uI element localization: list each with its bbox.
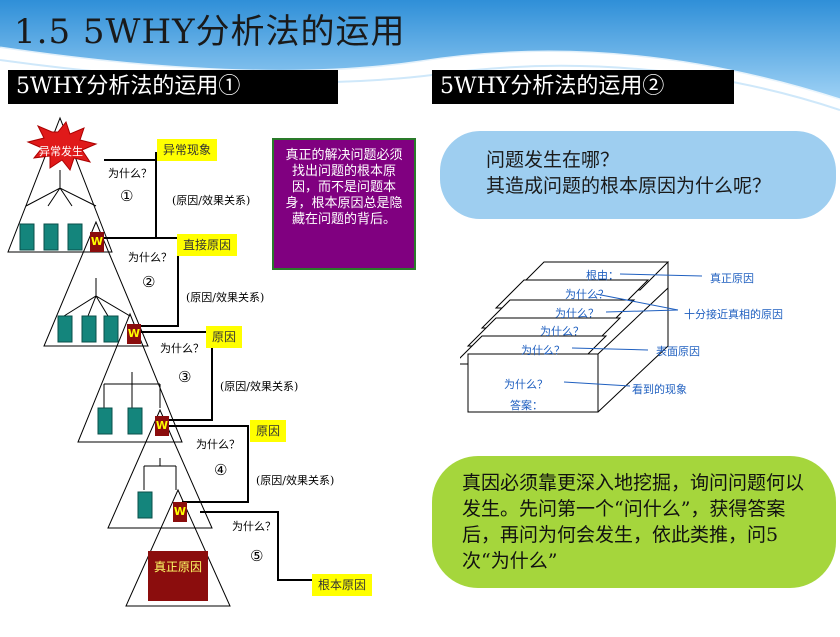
callout-true-cause: 真正原因	[710, 272, 754, 285]
burst-shape	[26, 120, 98, 172]
layer-label-5: 为什么？	[521, 344, 565, 357]
true-cause-box: 真正原因	[148, 551, 208, 601]
block	[43, 223, 59, 251]
page-title: 1.5 5WHY分析法的运用	[14, 12, 406, 52]
callout-visible-phenomenon: 看到的现象	[632, 383, 687, 396]
layer-label-answer: 答案：	[510, 399, 543, 412]
pyramid-2	[43, 220, 149, 347]
step-number-3: ③	[178, 368, 192, 386]
label-abnormal-phenomenon: 异常现象	[157, 139, 218, 161]
label-cause-1: 原因	[206, 326, 243, 348]
five-why-cascade-diagram	[7, 116, 312, 607]
root-cause-note: 真正的解决问题必须找出问题的根本原因，而不是问题本身，根本原因总是隐藏在问题的背…	[272, 138, 416, 270]
step-number-2: ②	[142, 273, 156, 291]
w-marker-2: W	[127, 324, 141, 344]
question-bubble: 问题发生在哪？ 其造成问题的根本原因为什么呢？	[440, 131, 836, 219]
why-text-2: 为什么？	[128, 251, 172, 264]
step-number-5: ⑤	[250, 547, 264, 565]
why-text-3: 为什么？	[160, 342, 204, 355]
layer-label-3: 为什么？	[555, 307, 599, 320]
label-root-cause: 根本原因	[312, 574, 373, 596]
block	[19, 223, 35, 251]
relation-text-1: (原因/效果关系)	[172, 194, 251, 207]
relation-text-4: (原因/效果关系)	[256, 474, 335, 487]
block	[67, 223, 83, 251]
block	[137, 491, 153, 519]
callout-near-truth: 十分接近真相的原因	[684, 308, 783, 321]
step-number-4: ④	[214, 461, 228, 479]
why-text-5: 为什么？	[232, 520, 276, 533]
step-number-1: ①	[120, 187, 134, 205]
layer-label-1: 根由：	[586, 269, 619, 282]
question-line-2: 其造成问题的根本原因为什么呢？	[486, 175, 772, 197]
pyramid-4	[107, 408, 213, 529]
relation-text-2: (原因/效果关系)	[186, 291, 265, 304]
pyramid-3	[77, 312, 183, 443]
layer-label-6: 为什么？	[504, 378, 548, 391]
question-line-1: 问题发生在哪？	[486, 149, 620, 171]
relation-text-3: (原因/效果关系)	[220, 380, 299, 393]
layer-label-2: 为什么？	[565, 288, 609, 301]
block	[81, 315, 97, 343]
stacked-layers-diagram	[460, 261, 703, 413]
label-cause-2: 原因	[250, 420, 287, 442]
why-text-1: 为什么？	[108, 167, 152, 180]
block	[57, 315, 73, 343]
callout-surface-cause: 表面原因	[656, 345, 700, 358]
pyramid-1	[7, 116, 113, 253]
why-text-4: 为什么？	[196, 438, 240, 451]
right-section-header: 5WHY分析法的运用②	[432, 70, 734, 104]
w-marker-1: W	[90, 232, 104, 252]
block	[97, 407, 113, 435]
left-section-header: 5WHY分析法的运用①	[8, 70, 338, 104]
block	[127, 407, 143, 435]
conclusion-bubble: 真因必须靠更深入地挖掘，询问问题何以发生。先问第一个“问什么”，获得答案后，再问…	[432, 456, 836, 588]
block	[103, 315, 119, 343]
w-marker-3: W	[155, 416, 169, 436]
burst-label: 异常发生	[39, 145, 83, 158]
layer-label-4: 为什么？	[540, 325, 584, 338]
pyramid-5	[125, 488, 231, 607]
w-marker-4: W	[173, 502, 187, 522]
label-direct-cause: 直接原因	[177, 234, 238, 256]
